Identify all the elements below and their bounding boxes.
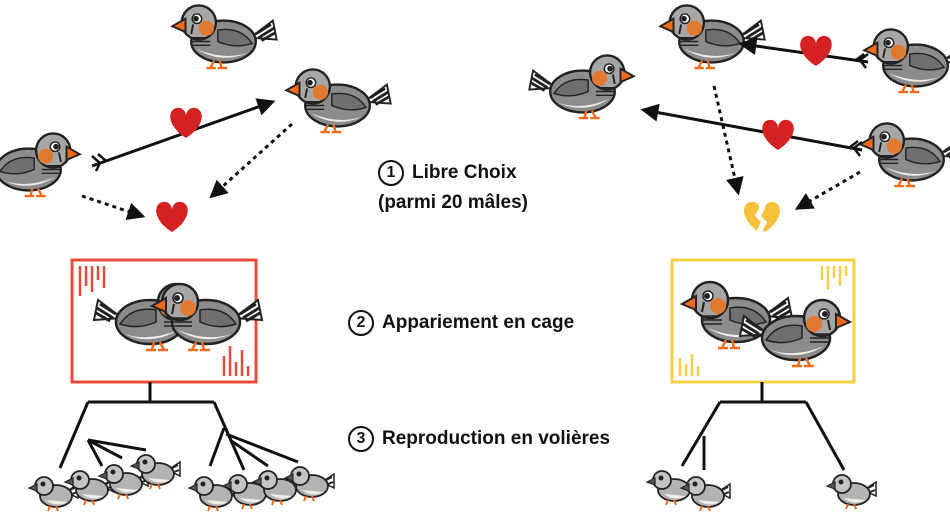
broken-heart-icon <box>744 201 780 232</box>
heart-icon <box>800 35 832 66</box>
step-1-subtitle: (parmi 20 mâles) <box>378 192 528 213</box>
step-number: 1 <box>378 160 404 186</box>
offspring-tree <box>680 382 846 471</box>
step-number: 3 <box>348 426 374 452</box>
forced-pairing-side <box>529 3 950 512</box>
arrow-icon <box>712 85 744 196</box>
arrow-icon <box>81 194 146 220</box>
step-2-label: 2 Appariement en cage <box>348 310 574 336</box>
arrow-icon <box>209 122 294 199</box>
free-choice-side <box>0 3 393 512</box>
zebra-finch-icon <box>529 55 634 118</box>
zebra-finch-icon <box>862 27 950 94</box>
heart-icon <box>156 201 188 232</box>
offspring-tree <box>58 382 299 471</box>
zebra-finch-icon <box>858 121 950 188</box>
heart-icon <box>762 119 794 150</box>
arrow-icon <box>640 103 863 152</box>
step-title: Libre Choix <box>412 162 517 183</box>
zebra-finch-icon <box>0 133 80 196</box>
zebra-finch-icon <box>170 3 279 70</box>
step-title: Appariement en cage <box>382 312 575 333</box>
zebra-finch-icon <box>284 67 393 134</box>
arrow-icon <box>794 170 861 210</box>
zebra-finch-icon <box>826 474 877 510</box>
step-1-label: 1 Libre Choix <box>378 160 517 186</box>
heart-icon <box>170 107 202 138</box>
step-number: 2 <box>348 310 374 336</box>
step-3-label: 3 Reproduction en volières <box>348 426 610 452</box>
zebra-finch-icon <box>658 3 767 70</box>
step-title: Reproduction en volières <box>382 428 611 449</box>
